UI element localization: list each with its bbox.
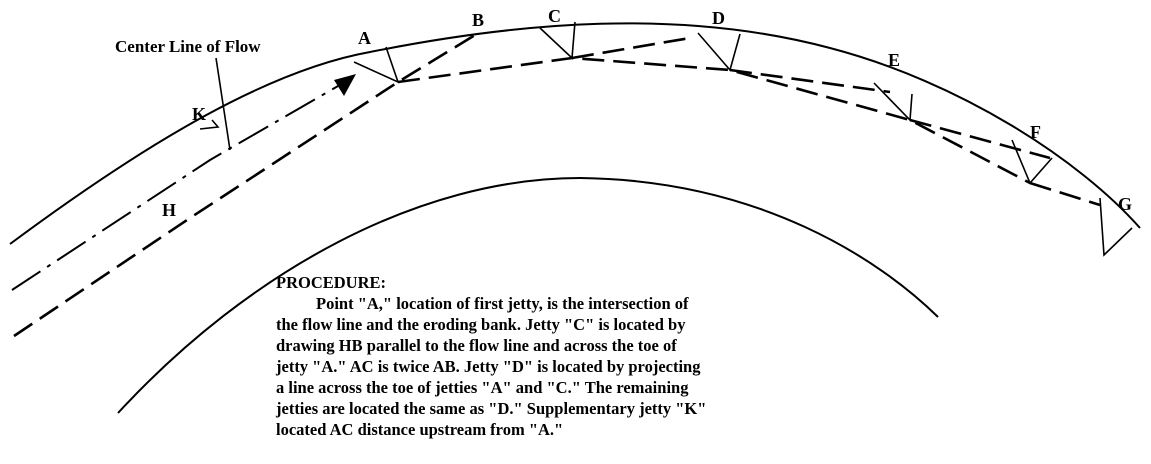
procedure-line: located AC distance upstream from "A." [276, 420, 564, 439]
jetty-d [697, 32, 741, 72]
procedure-line: drawing HB parallel to the flow line and… [276, 336, 677, 355]
procedure-line: jetty "A." AC is twice AB. Jetty "D" is … [276, 357, 701, 376]
label-d: D [712, 8, 725, 28]
jetty-g [1099, 197, 1133, 257]
flow-arrow-icon [334, 74, 356, 96]
projection-lines [397, 56, 1031, 185]
center-line-label: Center Line of Flow [115, 37, 261, 56]
center-line-leader [215, 57, 231, 151]
jetty-c [539, 21, 576, 60]
procedure-line: jetties are located the same as "D." Sup… [276, 399, 707, 418]
inner-bank [117, 176, 939, 414]
label-g: G [1118, 194, 1132, 214]
procedure-heading: PROCEDURE: [276, 273, 386, 292]
label-h: H [162, 200, 176, 220]
eroding-bank [9, 22, 1141, 245]
jetty-k [199, 119, 220, 130]
label-f: F [1030, 122, 1041, 142]
center-line-of-flow [11, 81, 346, 291]
procedure-line: the flow line and the eroding bank. Jett… [276, 315, 686, 334]
label-b: B [472, 10, 484, 30]
jetty-f [1011, 139, 1053, 185]
procedure-line: a line across the toe of jetties "A" and… [276, 378, 689, 397]
jetty-a [353, 46, 400, 84]
label-k: K [192, 104, 206, 124]
label-c: C [548, 6, 561, 26]
projection-lines-secondary [571, 36, 1101, 207]
label-a: A [358, 28, 371, 48]
line-hb [13, 30, 481, 338]
procedure-text: PROCEDURE: Point "A," location of first … [276, 272, 836, 440]
label-e: E [888, 50, 900, 70]
procedure-line: Point "A," location of first jetty, is t… [316, 294, 689, 313]
jetty-e [873, 82, 913, 122]
